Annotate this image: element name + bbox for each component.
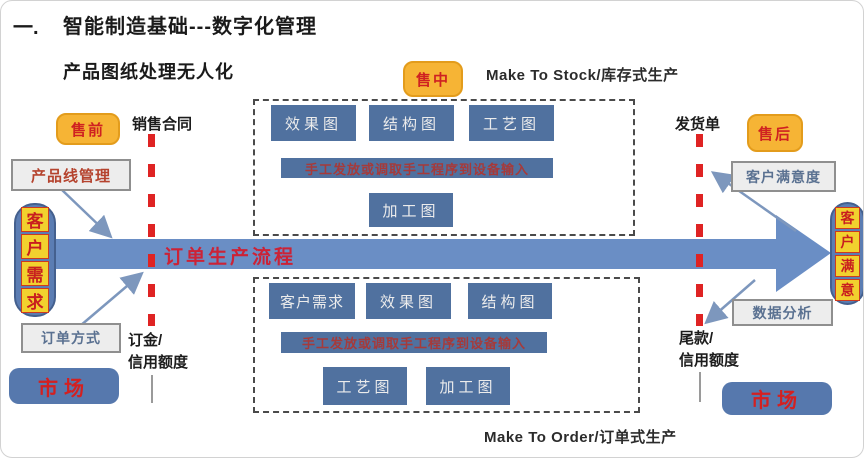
pill-char: 意 (835, 278, 860, 301)
page-title: 智能制造基础---数字化管理 (63, 16, 317, 38)
mts-structure-drawing-box: 结构图 (369, 105, 454, 141)
pill-char: 户 (21, 234, 49, 259)
connector-order-mode-to-flow (79, 271, 144, 327)
customer-satisfied-pill: 客 户 满 意 (830, 202, 863, 305)
midsale-badge: 售中 (403, 61, 463, 97)
make-to-stock-label: Make To Stock/库存式生产 (486, 67, 679, 84)
title-number: 一. (13, 17, 39, 39)
pill-char: 客 (21, 207, 49, 232)
mto-customer-demand-box: 客户需求 (269, 283, 355, 319)
page-subtitle: 产品图纸处理无人化 (63, 62, 234, 82)
data-analysis-box: 数据分析 (732, 299, 833, 326)
market-left-box: 市场 (9, 368, 119, 404)
balance-label: 尾款/ 信用额度 (679, 330, 740, 369)
divider-tail-right (699, 372, 701, 402)
mto-manual-step-bar: 手工发放或调取手工程序到设备输入 (281, 332, 547, 353)
mto-machining-drawing-box: 加工图 (426, 367, 510, 405)
phase-divider-left (148, 134, 155, 326)
market-right-box: 市场 (722, 382, 832, 415)
mto-structure-drawing-box: 结构图 (468, 283, 552, 319)
sales-contract-label: 销售合同 (132, 116, 193, 133)
pill-char: 求 (21, 288, 49, 313)
mts-machining-drawing-box: 加工图 (369, 193, 453, 227)
mts-process-drawing-box: 工艺图 (469, 105, 554, 141)
aftersale-badge: 售后 (747, 114, 803, 152)
pill-char: 客 (835, 206, 860, 229)
mts-manual-step-bar: 手工发放或调取手工程序到设备输入 (281, 158, 553, 178)
presale-badge: 售前 (56, 113, 120, 145)
mto-process-drawing-box: 工艺图 (323, 367, 407, 405)
divider-tail-left (151, 375, 153, 403)
pill-char: 需 (21, 261, 49, 286)
phase-divider-right (696, 134, 703, 326)
mto-effect-drawing-box: 效果图 (366, 283, 451, 319)
deposit-label: 订金/ 信用额度 (128, 332, 189, 371)
pill-char: 户 (835, 230, 860, 253)
make-to-order-label: Make To Order/订单式生产 (484, 429, 677, 446)
satisfaction-box: 客户满意度 (731, 161, 836, 192)
flow-arrow-label: 订单生产流程 (164, 247, 297, 268)
delivery-note-label: 发货单 (675, 116, 721, 133)
connector-product-line-to-flow (60, 188, 113, 239)
order-mode-box: 订单方式 (21, 323, 121, 353)
mts-effect-drawing-box: 效果图 (271, 105, 356, 141)
customer-demand-pill: 客 户 需 求 (14, 203, 56, 317)
product-line-box: 产品线管理 (11, 159, 131, 191)
pill-char: 满 (835, 254, 860, 277)
